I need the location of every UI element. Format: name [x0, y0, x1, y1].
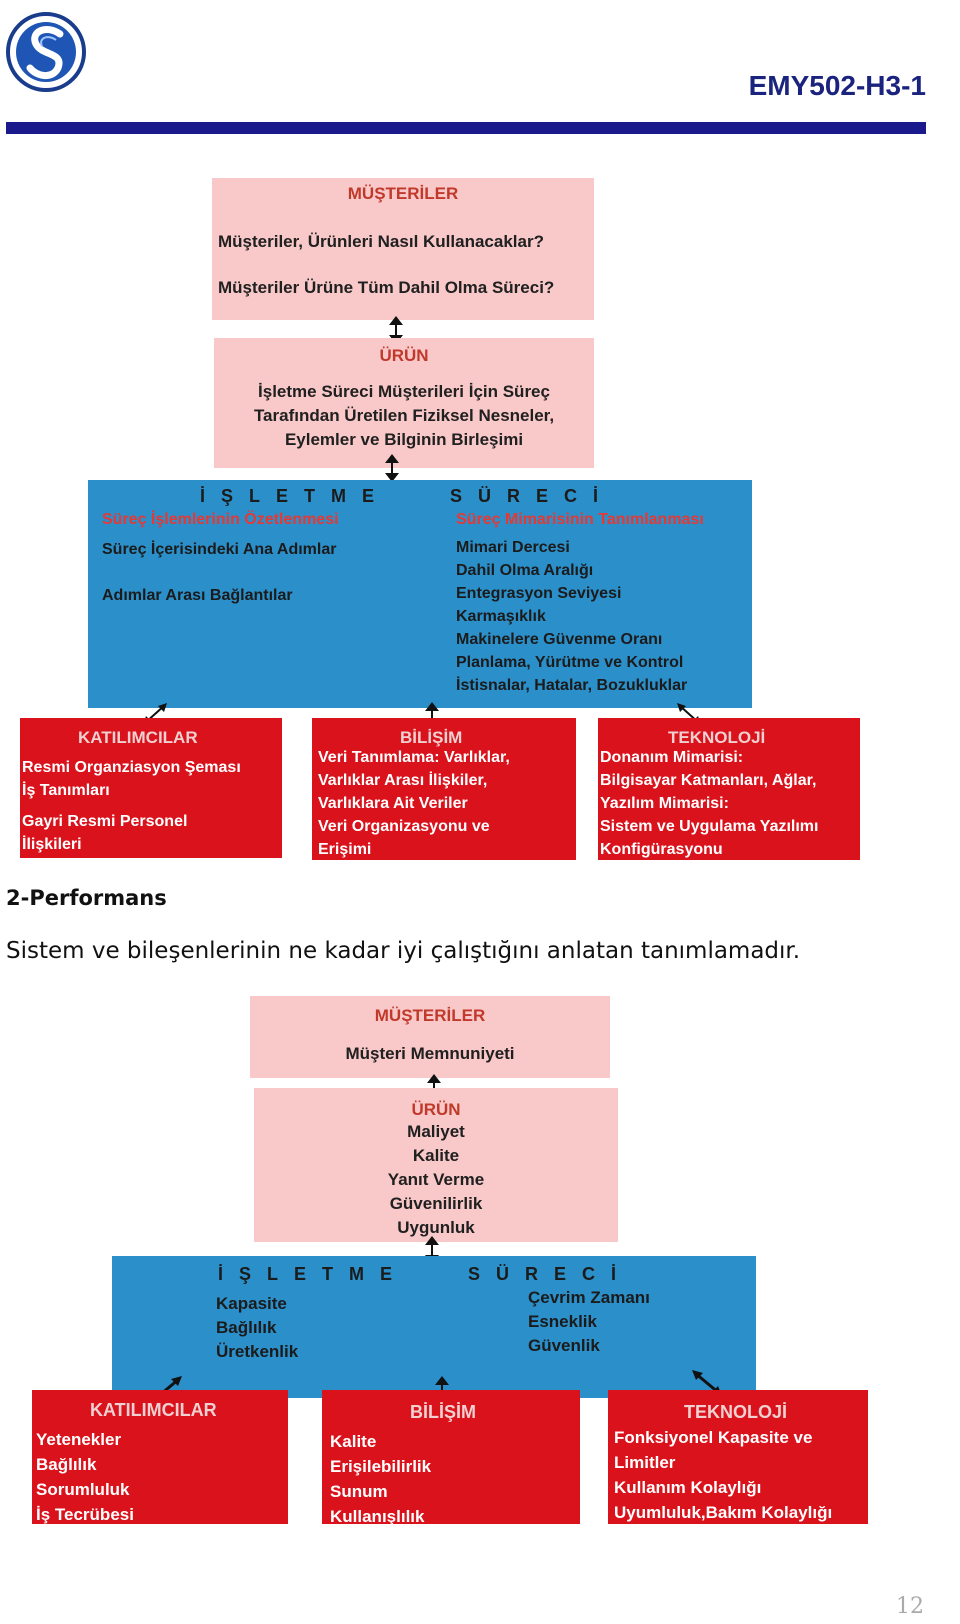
d1-urun-line-3: Eylemler ve Bilginin Birleşimi: [284, 430, 524, 449]
d1-updown-arrow-2: [385, 454, 399, 482]
d2-right-line-2: Esneklik: [528, 1312, 597, 1331]
d1-updown-arrow-1: [389, 316, 403, 344]
d2-urun-title: ÜRÜN: [411, 1100, 461, 1119]
d1-right-line-2: Dahil Olma Aralığı: [456, 562, 594, 579]
d1-bilisim-line-4: Veri Organizasyonu ve: [318, 818, 490, 835]
d2-katilimcilar-title: KATILIMCILAR: [90, 1400, 217, 1420]
d1-bilisim-line-2: Varlıklar Arası İlişkiler,: [318, 772, 488, 789]
d2-katilimcilar-line-3: Sorumluluk: [36, 1480, 130, 1499]
d1-teknoloji-line-1: Donanım Mimarisi:: [600, 749, 744, 766]
d2-urun-line-3: Yanıt Verme: [387, 1170, 485, 1189]
section-body: Sistem ve bileşenlerinin ne kadar iyi ça…: [6, 938, 801, 964]
d1-right-lines: Mimari Dercesi Dahil Olma Aralığı Entegr…: [456, 536, 687, 697]
d1-teknoloji-line-2: Bilgisayar Katmanları, Ağlar,: [600, 772, 817, 789]
d2-isletme-title-left: İŞLETME: [218, 1264, 409, 1284]
d2-katilimcilar-line-1: Yetenekler: [36, 1430, 122, 1449]
d2-katilimcilar-box: KATILIMCILAR Yetenekler Bağlılık Sorumlu…: [32, 1390, 288, 1524]
d2-teknoloji-title: TEKNOLOJİ: [684, 1402, 788, 1422]
d2-left-line-3: Üretkenlik: [216, 1342, 299, 1361]
d1-urun-title: ÜRÜN: [379, 346, 429, 365]
d2-bilisim-line-1: Kalite: [330, 1432, 377, 1451]
d2-right-line-3: Güvenlik: [528, 1336, 600, 1355]
d1-left-line-2: Adımlar Arası Bağlantılar: [102, 587, 293, 604]
d1-katilimcilar-title: KATILIMCILAR: [78, 728, 198, 747]
d2-urun-line-1: Maliyet: [407, 1122, 465, 1141]
d1-teknoloji-line-4: Sistem ve Uygulama Yazılımı: [600, 818, 819, 835]
d1-katilimcilar-box: KATILIMCILAR Resmi Organziasyon Şeması İ…: [20, 718, 282, 858]
d2-musteriler-title: MÜŞTERİLER: [374, 1006, 486, 1025]
d1-teknoloji-line-3: Yazılım Mimarisi:: [600, 795, 729, 812]
d1-teknoloji-title: TEKNOLOJİ: [668, 728, 766, 747]
d2-teknoloji-line-1: Fonksiyonel Kapasite ve: [614, 1428, 813, 1447]
d2-urun-line-5: Uygunluk: [397, 1218, 475, 1237]
d2-right-line-1: Çevrim Zamanı: [528, 1288, 650, 1307]
d2-bilisim-box: BİLİŞİM Kalite Erişilebilirlik Sunum Kul…: [322, 1390, 580, 1526]
d1-right-line-5: Makinelere Güvenme Oranı: [456, 631, 663, 648]
d1-right-line-6: Planlama, Yürütme ve Kontrol: [456, 654, 684, 671]
d2-teknoloji-line-3: Kullanım Kolaylığı: [614, 1478, 762, 1497]
d1-teknoloji-box: TEKNOLOJİ Donanım Mimarisi: Bilgisayar K…: [598, 718, 860, 860]
d1-musteriler-box: MÜŞTERİLER Müşteriler, Ürünleri Nasıl Ku…: [212, 178, 594, 320]
d1-musteriler-line-1: Müşteriler, Ürünleri Nasıl Kullanacaklar…: [218, 232, 544, 251]
d2-left-lines: Kapasite Bağlılık Üretkenlik: [216, 1292, 298, 1364]
d1-right-heading: Süreç Mimarisinin Tanımlanması: [456, 511, 704, 528]
d2-teknoloji-line-2: Limitler: [614, 1453, 676, 1472]
header-divider: [6, 122, 926, 134]
d1-right-line-3: Entegrasyon Seviyesi: [456, 585, 622, 602]
d1-bilisim-title: BİLİŞİM: [400, 728, 463, 747]
d2-urun-box: ÜRÜN Maliyet Kalite Yanıt Verme Güvenili…: [254, 1088, 618, 1242]
d2-katilimcilar-line-2: Bağlılık: [36, 1455, 97, 1474]
d1-musteriler-line-2: Müşteriler Ürüne Tüm Dahil Olma Süreci?: [218, 278, 555, 297]
d2-katilimcilar-line-4: İş Tecrübesi: [36, 1505, 134, 1524]
d1-isletme-title-right: SÜRECİ: [450, 486, 615, 506]
d1-teknoloji-line-5: Konfigürasyonu: [600, 841, 723, 858]
d2-teknoloji-line-4: Uyumluluk,Bakım Kolaylığı: [614, 1503, 833, 1522]
d2-isletme-title-right: SÜRECİ: [468, 1264, 633, 1284]
d2-bilisim-line-4: Kullanışlılık: [330, 1507, 425, 1526]
d1-katilimcilar-line-1: Resmi Organziasyon Şeması: [22, 759, 241, 776]
d2-musteriler-line-1: Müşteri Memnuniyeti: [345, 1044, 515, 1063]
d2-musteriler-box: MÜŞTERİLER Müşteri Memnuniyeti: [250, 996, 610, 1078]
d2-bilisim-line-2: Erişilebilirlik: [330, 1457, 432, 1476]
d1-left-line-1: Süreç İçerisindeki Ana Adımlar: [102, 541, 337, 558]
university-logo: [6, 12, 86, 92]
d2-teknoloji-box: TEKNOLOJİ Fonksiyonel Kapasite ve Limitl…: [608, 1390, 868, 1524]
d2-right-lines: Çevrim Zamanı Esneklik Güvenlik: [528, 1286, 650, 1358]
document-code: EMY502-H3-1: [748, 70, 926, 101]
section-title: 2-Performans: [6, 886, 167, 910]
d2-bilisim-line-3: Sunum: [330, 1482, 388, 1501]
d2-bilisim-title: BİLİŞİM: [410, 1402, 476, 1422]
d1-urun-line-1: İşletme Süreci Müşterileri İçin Süreç: [258, 382, 550, 401]
d1-musteriler-title: MÜŞTERİLER: [347, 184, 459, 203]
d1-bilisim-line-3: Varlıklara Ait Veriler: [318, 795, 468, 812]
d2-isletme-sureci-box: İŞLETME SÜRECİ Kapasite Bağlılık Üretken…: [112, 1256, 756, 1398]
d1-right-line-4: Karmaşıklık: [456, 608, 546, 625]
d1-left-heading: Süreç İşlemlerinin Özetlenmesi: [102, 511, 339, 528]
d2-urun-line-4: Güvenilirlik: [389, 1194, 483, 1213]
d1-bilisim-line-5: Erişimi: [318, 841, 372, 858]
d2-left-line-2: Bağlılık: [216, 1318, 277, 1337]
d1-urun-box: ÜRÜN İşletme Süreci Müşterileri İçin Sür…: [214, 338, 594, 468]
d2-arrow-teknoloji: [692, 1370, 722, 1396]
page-number: 12: [896, 1594, 924, 1619]
d1-right-line-1: Mimari Dercesi: [456, 539, 570, 556]
d1-bilisim-line-1: Veri Tanımlama: Varlıklar,: [318, 749, 510, 766]
d1-right-line-7: İstisnalar, Hatalar, Bozukluklar: [456, 677, 688, 694]
d2-left-line-1: Kapasite: [216, 1294, 287, 1313]
d1-isletme-title-left: İŞLETME: [200, 486, 391, 506]
d2-urun-line-2: Kalite: [412, 1146, 460, 1165]
d1-katilimcilar-line-2: İş Tanımları: [22, 782, 110, 799]
d1-katilimcilar-line-3: Gayri Resmi Personel: [22, 813, 188, 830]
d1-katilimcilar-line-4: İlişkileri: [22, 836, 82, 853]
d1-bilisim-box: BİLİŞİM Veri Tanımlama: Varlıklar, Varlı…: [312, 718, 576, 860]
d1-isletme-sureci-box: İŞLETME SÜRECİ Süreç İşlemlerinin Özetle…: [88, 480, 752, 708]
d1-urun-line-2: Tarafından Üretilen Fiziksel Nesneler,: [253, 406, 555, 425]
